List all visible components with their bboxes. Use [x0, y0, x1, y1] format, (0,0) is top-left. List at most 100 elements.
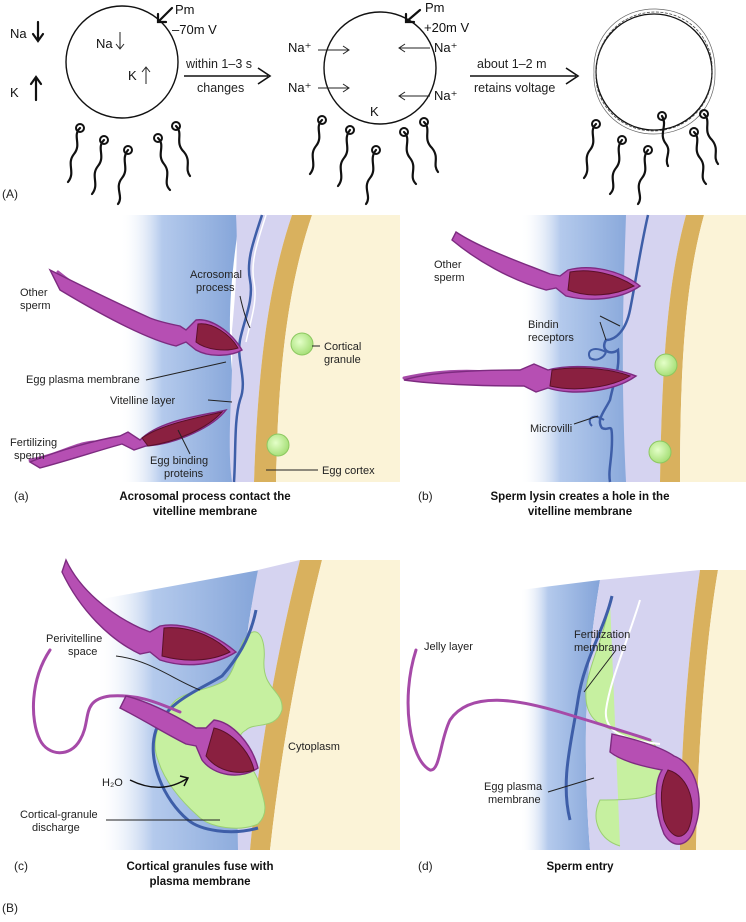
- caption-d: Sperm entry: [546, 861, 614, 873]
- label-binding-2: proteins: [164, 468, 204, 480]
- other-sperm: [48, 268, 243, 356]
- arrow2-top-text: about 1–2 m: [477, 57, 547, 71]
- water-influx-arrow-icon: [129, 775, 190, 788]
- label-discharge-2: discharge: [32, 822, 80, 834]
- label-bindin-1: Bindin: [528, 319, 559, 331]
- vitelline-layer-region: [229, 215, 292, 482]
- label-binding-1: Egg binding: [150, 455, 208, 467]
- cell2-na-left-bottom: Na⁺: [288, 80, 311, 95]
- leader-line: [573, 415, 599, 425]
- na-influx-arrow-icon: [398, 43, 430, 53]
- egg-plasma-membrane-line: [598, 214, 650, 483]
- leader-line: [115, 655, 201, 691]
- fertilizing-sperm: [28, 408, 228, 469]
- cell1-k-arrow-icon: [141, 66, 151, 84]
- egg-cytoplasm: [276, 215, 400, 482]
- caption-c-line2: plasma membrane: [150, 876, 251, 888]
- label-fert-1: Fertilization: [574, 629, 630, 641]
- panel-label-small-a: (a): [14, 489, 29, 503]
- left-k-label: K: [10, 85, 19, 100]
- arrow1-top-text: within 1–3 s: [185, 57, 252, 71]
- caption-a-line2: vitelline membrane: [153, 506, 257, 518]
- cell2-pm-arrow-icon: [404, 8, 422, 24]
- caption-a-line1: Acrosomal process contact the: [119, 491, 290, 503]
- egg-cortex-band: [250, 560, 322, 850]
- leader-line: [599, 321, 607, 341]
- other-sperm: [451, 230, 642, 300]
- vitelline-layer-region: [622, 215, 686, 482]
- arrow1-bottom-text: changes: [197, 81, 244, 95]
- na-influx-arrow-icon: [318, 45, 350, 55]
- cell1-na-label: Na: [96, 36, 113, 51]
- cell2-na-right-top: Na⁺: [434, 40, 457, 55]
- other-sperm: [61, 558, 238, 666]
- egg-cytoplasm: [270, 560, 400, 850]
- panel-label-a: (A): [2, 187, 18, 201]
- arrow2-icon: [470, 67, 580, 85]
- caption-b-line1: Sperm lysin creates a hole in the: [491, 491, 670, 503]
- label-egg-pm-1: Egg plasma: [484, 781, 543, 793]
- leader-line: [547, 777, 595, 793]
- cortical-granule: [654, 353, 678, 377]
- egg-plasma-membrane-line: [151, 609, 259, 834]
- egg-cytoplasm: [696, 570, 746, 850]
- leader-line: [145, 361, 227, 381]
- egg-cell-depolarized: [323, 11, 437, 125]
- penetrating-sperm: [402, 363, 638, 393]
- label-cortical-2: granule: [324, 354, 361, 366]
- leader-line: [239, 295, 251, 329]
- label-microvilli: Microvilli: [530, 423, 572, 435]
- leader-line: [599, 315, 621, 327]
- label-discharge-1: Cortical-granule: [20, 809, 98, 821]
- cell1-sperm-group: [66, 121, 192, 206]
- cell2-na-right-bottom: Na⁺: [434, 88, 457, 103]
- na-influx-arrow-icon: [398, 91, 430, 101]
- cell1-na-arrow-icon: [115, 32, 125, 50]
- fertilizing-sperm: [31, 648, 259, 776]
- label-cortical-1: Cortical: [324, 341, 361, 353]
- label-egg-plasma-membrane: Egg plasma membrane: [26, 374, 140, 386]
- panel-b-c: Perivitelline space Cytoplasm H₂O Cortic…: [14, 558, 400, 888]
- na-influx-arrow-icon: [318, 83, 350, 93]
- part-a: Na K Na K Pm –70m V within 1–3 s change: [2, 0, 720, 206]
- cortical-granule: [290, 332, 314, 356]
- caption-c-line1: Cortical granules fuse with: [127, 861, 274, 873]
- egg-plasma-membrane-line: [232, 214, 264, 483]
- label-egg-cortex: Egg cortex: [322, 465, 375, 477]
- label-acrosomal-1: Acrosomal: [190, 269, 242, 281]
- left-na-label: Na: [10, 26, 27, 41]
- egg-cortex-band: [254, 215, 312, 482]
- arrow1-icon: [184, 67, 272, 85]
- label-perivitelline-1: Perivitelline: [46, 633, 102, 645]
- leader-line: [207, 399, 233, 403]
- label-vitelline-layer: Vitelline layer: [110, 395, 176, 407]
- cell3-sperm-group: [582, 109, 720, 206]
- egg-cell-resting: [65, 5, 179, 119]
- label-fertilizing-2: sperm: [14, 450, 45, 462]
- egg-cell-fertilized: [593, 8, 716, 135]
- label-other-sperm-1: Other: [434, 259, 462, 271]
- label-water: H₂O: [102, 777, 123, 789]
- cell2-pm-label: Pm: [425, 0, 445, 15]
- label-fertilizing-1: Fertilizing: [10, 437, 57, 449]
- cell2-voltage-label: +20m V: [424, 20, 469, 35]
- panel-b-d: Jelly layer Fertilization membrane Egg p…: [406, 570, 746, 873]
- cell1-k-label: K: [128, 68, 137, 83]
- label-jelly-layer: Jelly layer: [424, 641, 473, 653]
- panel-label-small-d: (d): [418, 859, 433, 873]
- k-up-arrow-icon: [29, 75, 43, 102]
- na-down-arrow-icon: [31, 20, 45, 43]
- label-egg-pm-2: membrane: [488, 794, 541, 806]
- cortical-granule: [266, 433, 290, 457]
- cortical-granule: [648, 440, 672, 464]
- leader-line: [583, 649, 617, 693]
- cell1-pm-label: Pm: [175, 2, 195, 17]
- cell2-k-label: K: [370, 104, 379, 119]
- panel-label-b: (B): [2, 901, 18, 915]
- microvillus: [588, 348, 607, 361]
- cell2-na-left-top: Na⁺: [288, 40, 311, 55]
- label-bindin-2: receptors: [528, 332, 574, 344]
- caption-b-line2: vitelline membrane: [528, 506, 632, 518]
- egg-cytoplasm: [680, 215, 746, 482]
